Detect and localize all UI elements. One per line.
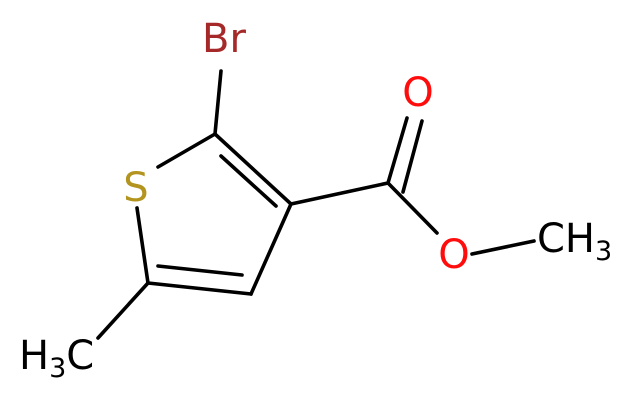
ring-methyl-subscript: 3 bbox=[49, 353, 66, 384]
ester-methyl-group-label: CH3 bbox=[537, 216, 612, 267]
bond-c3-carbonyl-carbon bbox=[289, 181, 390, 206]
ester-methyl-main: CH bbox=[537, 216, 595, 262]
ring-methyl-group-label: H3C bbox=[19, 333, 94, 384]
carbonyl-oxygen-atom-label: O bbox=[402, 70, 433, 116]
sulfur-atom-label: S bbox=[123, 165, 148, 211]
ring-methyl-carbon: C bbox=[66, 333, 94, 379]
bond-carbonyl-ester-oxygen bbox=[386, 181, 439, 235]
bond-c2-c3-inner bbox=[219, 154, 278, 208]
bond-carbonyl-double-b bbox=[401, 119, 424, 194]
ring-methyl-hydrogen: H bbox=[19, 333, 49, 379]
bond-c5-c4 bbox=[146, 281, 253, 296]
bond-c2-s bbox=[156, 132, 217, 169]
bond-c2-c3 bbox=[213, 132, 293, 206]
bonds bbox=[96, 69, 536, 340]
bond-c2-br bbox=[213, 69, 223, 136]
bromine-atom-label: Br bbox=[202, 16, 246, 62]
atom-labels: Br S O O CH3 H3C bbox=[19, 16, 612, 384]
ester-oxygen-atom-label: O bbox=[438, 232, 469, 278]
ester-methyl-subscript: 3 bbox=[595, 236, 612, 267]
bond-c4-c3 bbox=[249, 202, 293, 296]
bond-ester-oxygen-methyl bbox=[470, 239, 536, 256]
bond-c5-methyl bbox=[96, 281, 150, 340]
bond-c5-c4-inner bbox=[156, 264, 244, 277]
bond-carbonyl-double-a bbox=[386, 116, 409, 185]
bond-s-c5 bbox=[135, 206, 150, 285]
